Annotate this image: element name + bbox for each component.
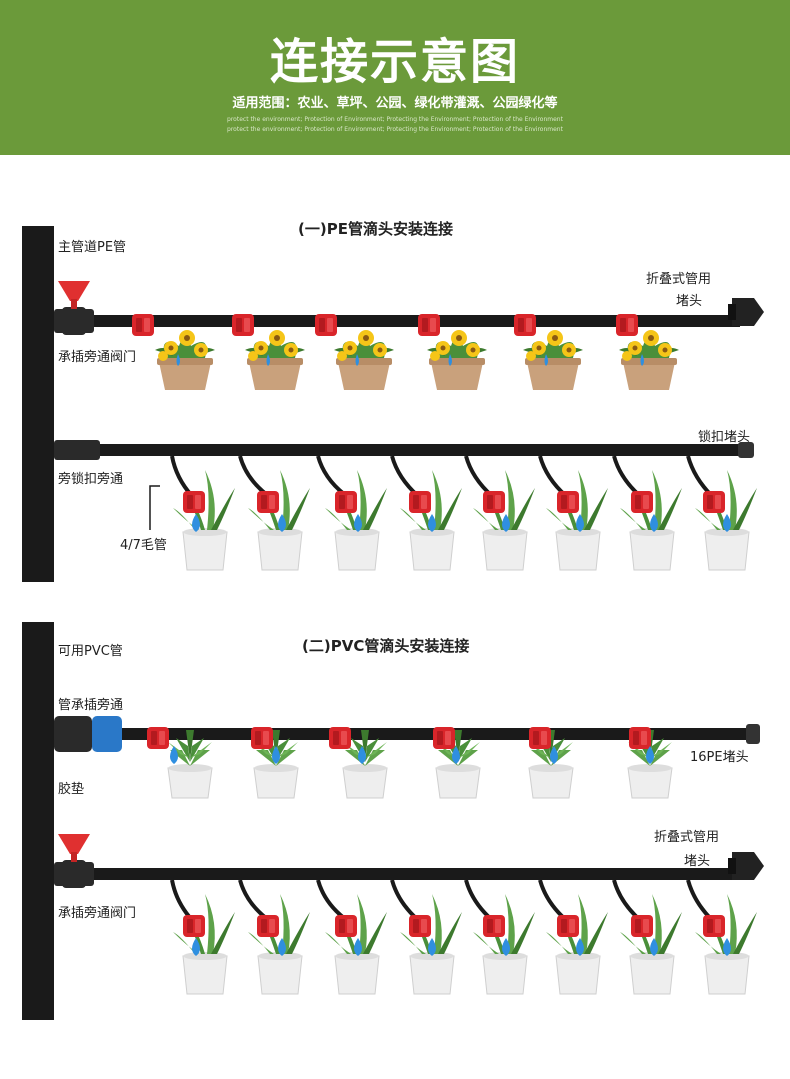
valve-icon [58,281,90,335]
label-gasket: 胶垫 [58,782,85,797]
snake-row-1 [172,469,758,571]
capillary-pointer [149,485,160,530]
dripper-icon [514,314,536,336]
pipe-bypass-blue [92,716,122,752]
dripper-icon [703,491,725,513]
dripper-icon [557,491,579,513]
label-fold-cap-2b: 堵头 [684,854,711,869]
drip-line-2 [54,444,744,456]
label-pvc-pipe: 可用PVC管 [58,644,123,659]
label-fold-cap-2a: 折叠式管用 [654,830,720,845]
dripper-icon [409,491,431,513]
succulent-icon [167,729,213,799]
dripper-icon [232,314,254,336]
dripper-icon [147,727,169,749]
snake-row-2 [172,893,758,995]
flower-pot-icon [334,330,394,390]
end-cap-icon [728,298,764,326]
flower-pot-icon [523,330,583,390]
dripper-icon [251,727,273,749]
fine-print-line-2: protect the environment; Protection of E… [227,126,563,133]
flower-pot-icon [619,330,679,390]
drip-line-1 [60,315,740,327]
main-pipe-1 [22,226,54,582]
label-main-pipe: 主管道PE管 [58,240,127,255]
dripper-icon [183,915,205,937]
dripper-icon [616,314,638,336]
dripper-icon [529,727,551,749]
dripper-icon [631,915,653,937]
label-lock-bypass: 旁锁扣旁通 [58,472,124,487]
dripper-icon [409,915,431,937]
dripper-icon [483,915,505,937]
dripper-icon [257,915,279,937]
fine-print-line-1: protect the environment; Protection of E… [227,116,563,123]
capillary-row-1 [170,455,714,498]
capillary-row-2 [170,879,714,922]
dripper-icon [132,314,154,336]
pvc-pipe [22,622,54,1020]
label-pe-cap: 16PE堵头 [690,750,749,765]
drip-line-4 [60,868,740,880]
end-cap-icon [728,852,764,880]
dripper-icon [631,491,653,513]
flower-pot-icon [245,330,305,390]
dripper-icon [557,915,579,937]
section1-title: (一)PE管滴头安装连接 [298,220,453,238]
lock-bypass-connector [54,440,100,460]
label-valve-2: 承插旁通阀门 [58,906,137,921]
dripper-icon [629,727,651,749]
succulent-row [167,729,673,799]
dripper-icon [329,727,351,749]
pe-end-cap [746,724,760,744]
label-capillary: 4/7毛管 [120,538,167,553]
dripper-icon [257,491,279,513]
pipe-bypass-black [54,716,92,752]
label-lock-cap: 锁扣堵头 [698,430,751,445]
page-title: 连接示意图 [269,34,520,90]
page-subtitle: 适用范围：农业、草坪、公园、绿化带灌溉、公园绿化等 [232,96,558,111]
label-fold-cap-1a: 折叠式管用 [646,272,712,287]
dripper-icon [335,491,357,513]
flower-row-1 [155,330,679,390]
dripper-icon [483,491,505,513]
dripper-icon [703,915,725,937]
label-fold-cap-1b: 堵头 [676,294,703,309]
dripper-icon [433,727,455,749]
dripper-icon [418,314,440,336]
dripper-icon [183,491,205,513]
label-pipe-bypass: 管承插旁通 [58,698,124,713]
label-valve-1: 承插旁通阀门 [58,350,137,365]
dripper-icon [315,314,337,336]
header-banner: 连接示意图 适用范围：农业、草坪、公园、绿化带灌溉、公园绿化等 protect … [0,0,790,155]
dripper-icon [335,915,357,937]
lock-end-cap [738,442,754,458]
flower-pot-icon [427,330,487,390]
section2-title: (二)PVC管滴头安装连接 [302,637,470,655]
valve-icon [58,834,90,888]
flower-pot-icon [155,330,215,390]
